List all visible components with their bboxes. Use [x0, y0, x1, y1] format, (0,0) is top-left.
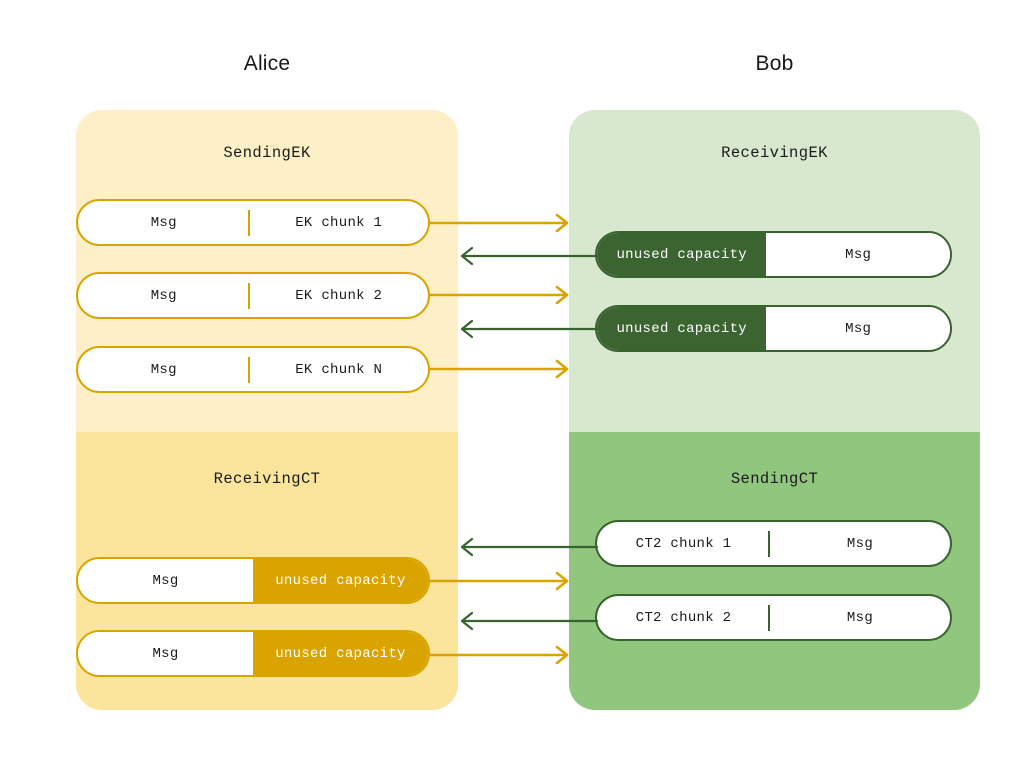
pill-segment-msg: Msg — [78, 632, 253, 675]
pill-segment-msg-label: Msg — [845, 246, 872, 263]
pill-segment-left: CT2 chunk 2 — [597, 596, 770, 639]
pill-segment-right-label: EK chunk 2 — [295, 287, 383, 304]
pill-segment-right: Msg — [770, 596, 950, 639]
pill-bob-ct2-chunk-2[interactable]: CT2 chunk 2 Msg — [595, 594, 952, 641]
pill-segment-right-label: Msg — [846, 535, 874, 552]
pill-segment-right: EK chunk 2 — [250, 274, 429, 317]
pill-segment-unused-capacity: unused capacity — [253, 632, 428, 675]
pill-segment-unused-capacity: unused capacity — [253, 559, 428, 602]
pill-segment-msg-label: Msg — [845, 320, 872, 337]
pill-alice-ek-chunk-2[interactable]: Msg EK chunk 2 — [76, 272, 430, 319]
pill-alice-receivingct-2[interactable]: Msg unused capacity — [76, 630, 430, 677]
pill-segment-msg: Msg — [78, 559, 253, 602]
pill-segment-left: Msg — [78, 201, 250, 244]
pill-bob-receivingek-1[interactable]: unused capacity Msg — [595, 231, 952, 278]
pill-divider — [767, 530, 770, 557]
pill-segment-msg: Msg — [766, 307, 950, 350]
pill-bob-ct2-chunk-1[interactable]: CT2 chunk 1 Msg — [595, 520, 952, 567]
pill-segment-left-label: CT2 chunk 1 — [635, 535, 732, 552]
pill-bob-receivingek-2[interactable]: unused capacity Msg — [595, 305, 952, 352]
pill-segment-right: EK chunk 1 — [250, 201, 429, 244]
pill-segment-right-label: Msg — [846, 609, 874, 626]
pill-segment-msg-label: Msg — [152, 645, 179, 662]
pill-alice-ek-chunk-1[interactable]: Msg EK chunk 1 — [76, 199, 430, 246]
pill-segment-right: Msg — [770, 522, 950, 565]
panel-bob-lower-background — [569, 432, 980, 710]
pill-segment-left: Msg — [78, 348, 250, 391]
pill-segment-right-label: EK chunk N — [295, 361, 383, 378]
pill-segment-msg: Msg — [766, 233, 950, 276]
pill-segment-left-label: Msg — [150, 287, 177, 304]
party-label-alice: Alice — [243, 52, 291, 75]
section-title-sendingct: SendingCT — [730, 470, 819, 488]
pill-alice-receivingct-1[interactable]: Msg unused capacity — [76, 557, 430, 604]
panel-alice: SendingEK Msg EK chunk 1 Msg EK chunk 2 — [76, 110, 458, 710]
pill-segment-left: Msg — [78, 274, 250, 317]
pill-segment-unused-capacity-label: unused capacity — [275, 645, 406, 662]
section-title-receivingct: ReceivingCT — [213, 470, 321, 488]
pill-segment-unused-capacity-label: unused capacity — [275, 572, 406, 589]
pill-segment-right: EK chunk N — [250, 348, 429, 391]
pill-segment-right-label: EK chunk 1 — [295, 214, 383, 231]
panel-bob: ReceivingEK unused capacity Msg unused c… — [569, 110, 980, 710]
pill-divider — [767, 604, 770, 631]
pill-segment-left: CT2 chunk 1 — [597, 522, 770, 565]
pill-divider — [247, 356, 250, 383]
pill-divider — [247, 209, 250, 236]
pill-segment-unused-capacity: unused capacity — [597, 233, 767, 276]
pill-segment-unused-capacity-label: unused capacity — [616, 320, 747, 337]
pill-segment-left-label: CT2 chunk 2 — [635, 609, 732, 626]
party-label-bob: Bob — [755, 52, 794, 75]
pill-segment-left-label: Msg — [150, 214, 177, 231]
pill-alice-ek-chunk-n[interactable]: Msg EK chunk N — [76, 346, 430, 393]
section-title-receivingek: ReceivingEK — [721, 144, 828, 162]
pill-segment-msg-label: Msg — [152, 572, 179, 589]
section-title-sendingek: SendingEK — [223, 144, 311, 162]
pill-segment-unused-capacity-label: unused capacity — [616, 246, 747, 263]
pill-segment-unused-capacity: unused capacity — [597, 307, 767, 350]
pill-segment-left-label: Msg — [150, 361, 177, 378]
pill-divider — [247, 282, 250, 309]
